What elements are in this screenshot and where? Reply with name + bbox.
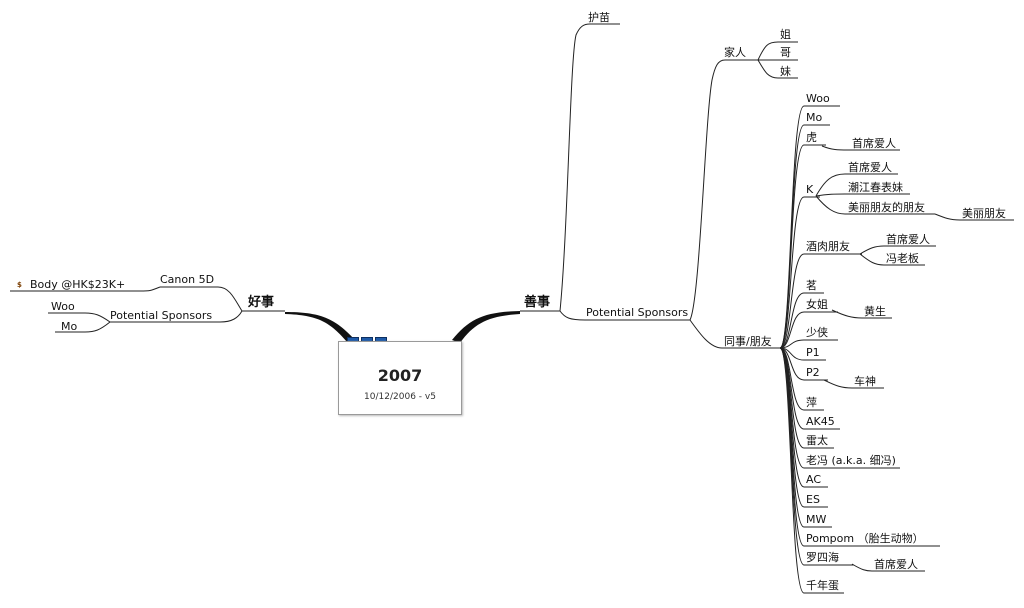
line-k-fof xyxy=(815,195,935,215)
currency-icon: $ xyxy=(17,281,22,289)
sub-hu-partner[interactable]: 首席爱人 xyxy=(852,137,896,150)
line-body xyxy=(10,286,161,292)
central-title: 2007 xyxy=(377,366,423,385)
friend-item-16[interactable]: MW xyxy=(806,513,827,526)
friend-item-8[interactable]: P1 xyxy=(806,346,820,359)
friend-line-6 xyxy=(779,311,838,349)
line-p2-god xyxy=(823,379,884,389)
friend-item-11[interactable]: AK45 xyxy=(806,415,835,428)
sub-jr-boss[interactable]: 冯老板 xyxy=(886,252,919,265)
family-item-0[interactable]: 姐 xyxy=(780,28,791,41)
friend-lines xyxy=(779,105,940,594)
topic-left-sponsors[interactable]: Potential Sponsors xyxy=(110,309,213,322)
friend-item-15[interactable]: ES xyxy=(806,493,820,506)
line-nj-mr xyxy=(831,309,892,319)
line-lsh-partner xyxy=(851,563,925,572)
line-canon xyxy=(160,286,243,312)
connector-left xyxy=(285,312,355,343)
sub-jr-partner[interactable]: 首席爱人 xyxy=(886,233,930,246)
friend-item-19[interactable]: 千年蛋 xyxy=(806,579,839,592)
line-friends xyxy=(689,319,780,349)
friend-item-0[interactable]: Woo xyxy=(806,92,830,105)
family-item-1[interactable]: 哥 xyxy=(780,46,791,59)
friend-line-3 xyxy=(779,196,820,349)
friend-item-3[interactable]: K xyxy=(806,183,814,196)
friend-line-5 xyxy=(779,292,824,349)
line-hume xyxy=(559,23,620,312)
sub-lsh-partner[interactable]: 首席爱人 xyxy=(874,558,918,571)
friend-item-13[interactable]: 老冯 (a.k.a. 细冯) xyxy=(806,454,896,467)
friend-item-5[interactable]: 茗 xyxy=(806,279,817,292)
topic-woo-left[interactable]: Woo xyxy=(51,300,75,313)
friend-line-19 xyxy=(779,347,844,594)
friend-item-12[interactable]: 雷太 xyxy=(806,434,828,447)
central-topic[interactable]: 2007 10/12/2006 - v5 xyxy=(338,341,462,415)
connector-right xyxy=(452,311,520,343)
line-sister-elder xyxy=(757,41,798,61)
friend-line-4 xyxy=(779,253,862,349)
topic-mo-left[interactable]: Mo xyxy=(61,320,78,333)
central-subtitle: 10/12/2006 - v5 xyxy=(364,392,436,402)
friend-line-7 xyxy=(779,339,838,349)
line-k-partner xyxy=(815,173,898,197)
topic-hume[interactable]: 护苗 xyxy=(588,11,610,24)
topic-body[interactable]: Body @HK$23K+ xyxy=(30,278,126,291)
friend-item-7[interactable]: 少侠 xyxy=(806,326,828,339)
line-woo-left xyxy=(48,312,111,323)
sub-p2-god[interactable]: 车神 xyxy=(854,375,876,388)
friend-item-9[interactable]: P2 xyxy=(806,366,820,379)
line-jr-partner xyxy=(859,245,936,255)
line-right-sponsors xyxy=(559,310,690,321)
friend-item-4[interactable]: 酒肉朋友 xyxy=(806,240,850,253)
sub-k-cousin[interactable]: 潮江春表妹 xyxy=(848,181,903,194)
line-sister-younger xyxy=(757,59,798,79)
friend-item-17[interactable]: Pompom （胎生动物） xyxy=(806,532,924,545)
topic-family[interactable]: 家人 xyxy=(724,46,746,59)
family-item-2[interactable]: 妹 xyxy=(780,65,791,78)
friend-item-1[interactable]: Mo xyxy=(806,111,823,124)
line-jr-boss xyxy=(859,253,925,266)
friend-item-10[interactable]: 萍 xyxy=(806,396,817,409)
line-mo-left xyxy=(55,321,111,333)
friend-line-13 xyxy=(779,347,900,469)
friend-item-14[interactable]: AC xyxy=(806,473,822,486)
sub-k-friend-of-friend[interactable]: 美丽朋友的朋友 xyxy=(848,201,925,214)
topic-haoshi[interactable]: 好事 xyxy=(248,295,275,310)
friend-line-2 xyxy=(779,144,826,349)
line-k-friend xyxy=(934,213,1014,221)
topic-friends[interactable]: 同事/朋友 xyxy=(724,335,772,348)
friend-item-18[interactable]: 罗四海 xyxy=(806,551,839,564)
sub-nj-mr[interactable]: 黄生 xyxy=(864,305,886,318)
topic-right-sponsors[interactable]: Potential Sponsors xyxy=(586,306,689,319)
line-left-sponsors xyxy=(110,310,243,323)
line-hu-partner xyxy=(821,145,900,151)
topic-shanshi[interactable]: 善事 xyxy=(524,295,551,310)
friend-item-6[interactable]: 女姐 xyxy=(806,298,828,311)
topic-canon[interactable]: Canon 5D xyxy=(160,273,215,286)
sub-k-partner[interactable]: 首席爱人 xyxy=(848,161,892,174)
line-family xyxy=(689,59,758,321)
line-k-cousin xyxy=(815,193,910,197)
sub-k-friend[interactable]: 美丽朋友 xyxy=(962,207,1006,220)
friend-item-2[interactable]: 虎 xyxy=(806,131,817,144)
